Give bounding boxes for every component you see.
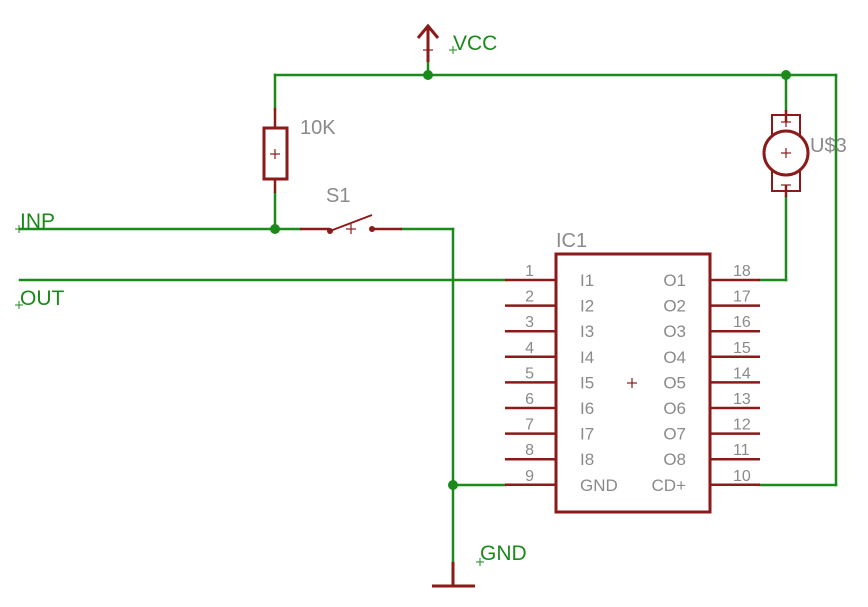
ic-pin-name: I3 xyxy=(580,322,594,341)
ic-pin-number: 7 xyxy=(525,417,534,434)
gnd-symbol xyxy=(432,562,475,588)
wires xyxy=(18,60,838,564)
motor-u3 xyxy=(762,110,810,197)
ic-pin-number: 10 xyxy=(733,468,751,485)
ic-pin-number: 13 xyxy=(733,391,751,408)
switch-s1 xyxy=(300,214,402,234)
ic-pin-number: 12 xyxy=(733,417,751,434)
ic-pin-name: O8 xyxy=(663,450,686,469)
ic-pin-name: GND xyxy=(580,476,618,495)
gnd-label-origin xyxy=(476,558,484,566)
ic-pin-name: I2 xyxy=(580,297,594,316)
net-label-vcc: VCC xyxy=(453,32,497,55)
ic-pin-name: O3 xyxy=(663,322,686,341)
ic-pin-number: 2 xyxy=(525,289,534,306)
ic-pin-name: CD+ xyxy=(652,476,687,495)
ic-pin-number: 3 xyxy=(525,314,534,331)
junction-vcc-motor xyxy=(781,70,791,80)
ic-pin-number: 15 xyxy=(733,340,751,357)
net-label-inp: INP xyxy=(20,210,55,233)
ic-pin-number: 8 xyxy=(525,442,534,459)
ic-pin-number: 5 xyxy=(525,365,534,382)
ic-pin-name: I1 xyxy=(580,271,594,290)
junctions xyxy=(270,70,791,490)
junction-vcc xyxy=(423,70,433,80)
motor-name-label: U$3 xyxy=(810,135,847,157)
inp-label-origin xyxy=(15,225,23,233)
ic-pin-number: 6 xyxy=(525,391,534,408)
resistor-10k xyxy=(262,108,289,193)
ic-pin-name: O7 xyxy=(663,425,686,444)
net-label-out: OUT xyxy=(20,287,65,310)
ic-pin-name: I5 xyxy=(580,373,594,392)
junction-gnd xyxy=(448,480,458,490)
ic-pin-number: 11 xyxy=(733,442,750,459)
out-label-origin xyxy=(15,301,23,309)
ic1-pins: 1 I1 2 I2 3 I3 4 I4 5 I5 6 I6 7 I7 8 I8 9 GND 18 O1 17 O2 16 O3… xyxy=(505,263,760,495)
vcc-label-origin xyxy=(449,46,457,54)
ic-pin-name: I6 xyxy=(580,399,594,418)
ic-pin-number: 16 xyxy=(733,314,751,331)
ic-pin-name: O1 xyxy=(663,271,686,290)
ic-pin-number: 18 xyxy=(733,263,751,280)
ic-pin-number: 9 xyxy=(525,468,534,485)
resistor-value-label: 10K xyxy=(300,117,336,139)
ic-pin-number: 1 xyxy=(525,263,534,280)
vcc-symbol xyxy=(416,23,440,62)
switch-name-label: S1 xyxy=(326,185,350,207)
ic-name-label: IC1 xyxy=(556,230,587,252)
net-label-gnd: GND xyxy=(480,542,527,565)
ic-pin-number: 17 xyxy=(733,289,751,306)
ic-pin-name: I4 xyxy=(580,348,594,367)
ic-pin-name: O4 xyxy=(663,348,686,367)
ic1: 1 I1 2 I2 3 I3 4 I4 5 I5 6 I6 7 I7 8 I8 9 GND 18 O1 17 O2 16 O3… xyxy=(505,252,760,514)
ic-pin-name: I7 xyxy=(580,425,594,444)
ic-pin-name: O5 xyxy=(663,373,686,392)
ic-pin-name: I8 xyxy=(580,450,594,469)
ic-pin-number: 4 xyxy=(525,340,534,357)
ic-pin-number: 14 xyxy=(733,365,751,382)
junction-inp xyxy=(270,224,280,234)
ic-pin-name: O6 xyxy=(663,399,686,418)
ic-pin-name: O2 xyxy=(663,297,686,316)
